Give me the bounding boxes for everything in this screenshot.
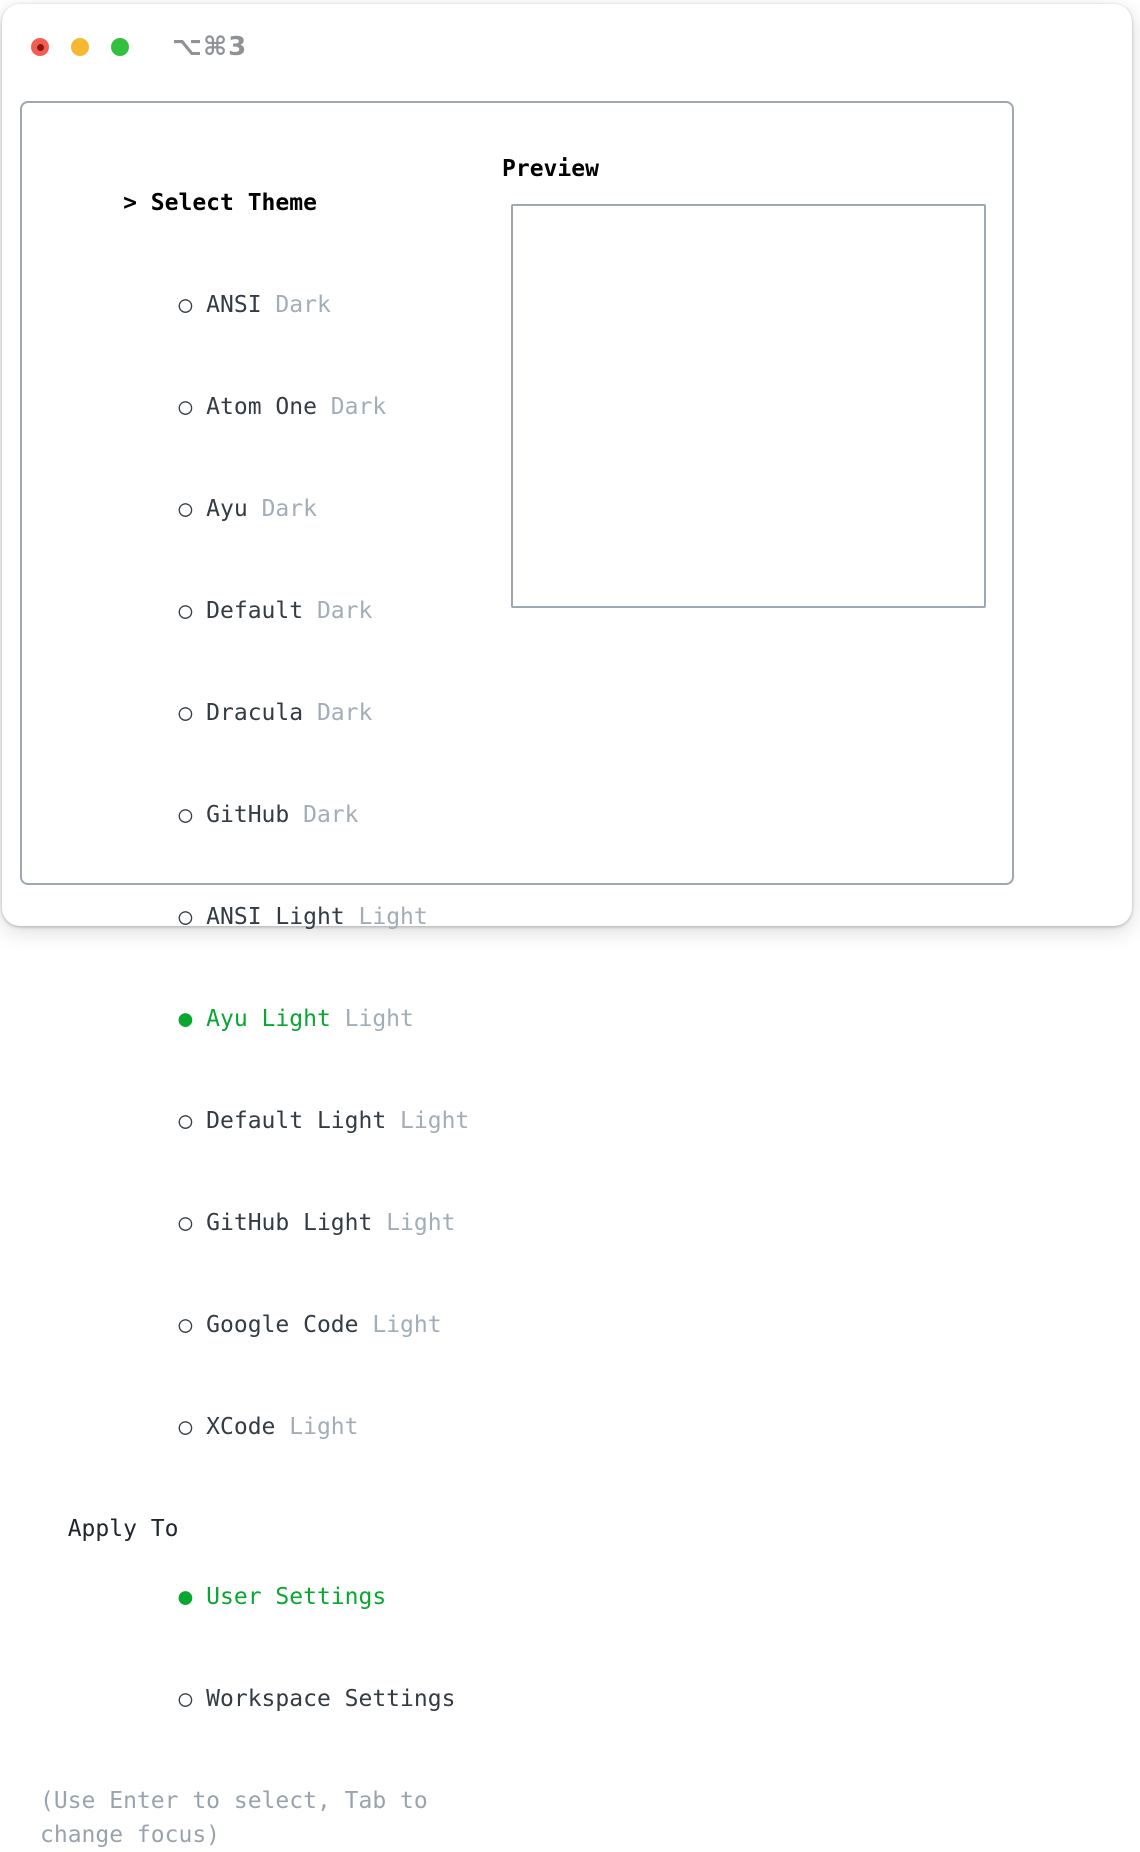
apply-to-option-label: Workspace Settings <box>206 1686 456 1712</box>
theme-name: Google Code <box>206 1312 359 1338</box>
theme-name: Default <box>206 598 304 624</box>
radio-icon: ● <box>178 1584 193 1610</box>
radio-icon: ○ <box>178 394 193 420</box>
theme-variant: Dark <box>316 700 373 726</box>
radio-icon: ○ <box>178 496 193 522</box>
theme-name: Dracula <box>206 700 304 726</box>
theme-variant: Dark <box>303 802 359 828</box>
theme-option[interactable]: ○ GitHub Dark <box>40 764 469 866</box>
theme-variant: Dark <box>275 292 331 318</box>
theme-option[interactable]: ○ ANSI Dark <box>40 254 469 356</box>
theme-variant: Light <box>344 1006 414 1032</box>
select-theme-header: Select Theme <box>150 190 317 216</box>
radio-icon: ○ <box>178 292 193 318</box>
minimize-button[interactable] <box>71 38 89 56</box>
hint-line-1: (Use Enter to select, Tab to <box>40 1788 428 1814</box>
theme-name: Ayu Light <box>206 1006 331 1032</box>
radio-icon: ○ <box>178 598 193 624</box>
radio-icon: ○ <box>178 1312 193 1338</box>
cursor-caret: > <box>123 190 137 216</box>
apply-to-option-label: User Settings <box>206 1584 387 1610</box>
apply-to-option[interactable]: ● User Settings <box>40 1546 469 1648</box>
theme-option[interactable]: ● Ayu Light Light <box>40 968 469 1070</box>
theme-variant: Dark <box>330 394 387 420</box>
theme-name: Atom One <box>206 394 317 420</box>
theme-option[interactable]: ○ Dracula Dark <box>40 662 469 764</box>
theme-option[interactable]: ○ Ayu Dark <box>40 458 469 560</box>
theme-option[interactable]: ○ ANSI Light Light <box>40 866 469 968</box>
preview-box <box>511 204 986 608</box>
theme-name: Ayu <box>206 496 248 522</box>
theme-name: GitHub <box>206 802 290 828</box>
theme-option[interactable]: ○ GitHub Light Light <box>40 1172 469 1274</box>
theme-name: GitHub Light <box>206 1210 373 1236</box>
theme-variant: Light <box>289 1414 359 1440</box>
theme-variant: Dark <box>316 598 373 624</box>
hint-line-2: change focus) <box>40 1822 221 1848</box>
titlebar: ⌥⌘3 <box>31 32 247 62</box>
theme-variant: Dark <box>261 496 317 522</box>
theme-list-header-row: > Select Theme <box>40 152 469 254</box>
zoom-button[interactable] <box>111 38 129 56</box>
close-button[interactable] <box>31 38 49 56</box>
theme-variant: Light <box>386 1210 456 1236</box>
radio-icon: ○ <box>178 802 193 828</box>
theme-name: ANSI <box>206 292 262 318</box>
radio-icon: ○ <box>178 1108 193 1134</box>
theme-name: Default Light <box>206 1108 387 1134</box>
apply-to-option[interactable]: ○ Workspace Settings <box>40 1648 469 1750</box>
theme-option[interactable]: ○ Default Dark <box>40 560 469 662</box>
radio-icon: ○ <box>178 904 193 930</box>
radio-icon: ○ <box>178 1686 193 1712</box>
radio-icon: ○ <box>178 1414 193 1440</box>
theme-variant: Light <box>372 1312 442 1338</box>
theme-option[interactable]: ○ Atom One Dark <box>40 356 469 458</box>
apply-to-header: Apply To <box>67 1516 179 1542</box>
preview-header: Preview <box>502 156 599 182</box>
radio-icon: ○ <box>178 1210 193 1236</box>
theme-name: XCode <box>206 1414 276 1440</box>
radio-icon: ○ <box>178 700 193 726</box>
theme-variant: Light <box>400 1108 470 1134</box>
theme-option[interactable]: ○ Google Code Light <box>40 1274 469 1376</box>
radio-icon: ● <box>178 1006 193 1032</box>
theme-variant: Light <box>358 904 428 930</box>
theme-name: ANSI Light <box>206 904 345 930</box>
theme-option[interactable]: ○ Default Light Light <box>40 1070 469 1172</box>
window-title: ⌥⌘3 <box>172 32 248 62</box>
theme-option[interactable]: ○ XCode Light <box>40 1376 469 1478</box>
apply-to-options: ● User Settings ○ Workspace Settings <box>40 1546 469 1750</box>
